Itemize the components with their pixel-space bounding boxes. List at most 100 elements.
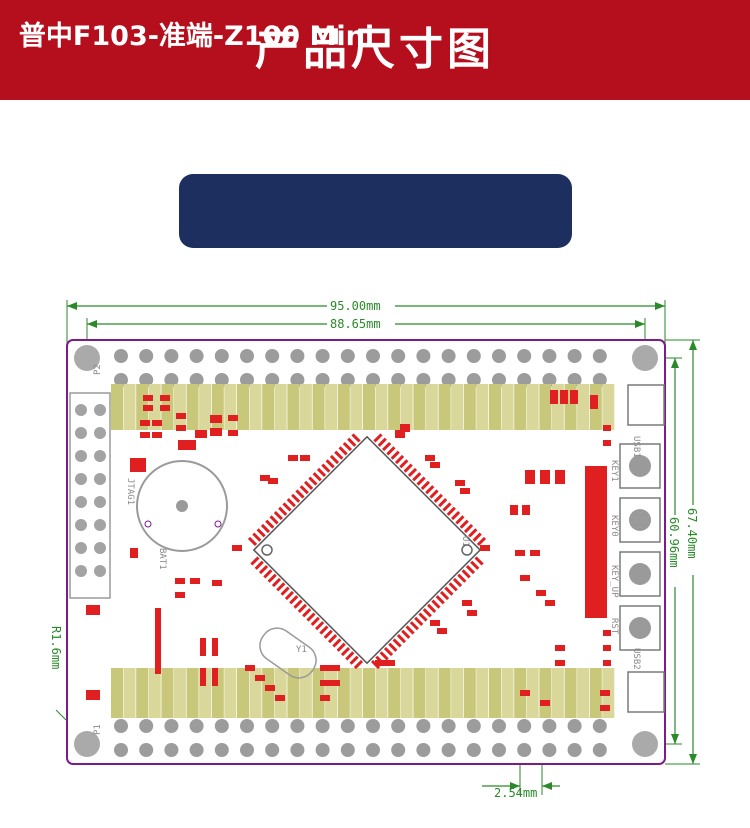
pin-label-strip bbox=[551, 668, 564, 718]
chip-pin bbox=[312, 472, 322, 482]
pin-label-strip bbox=[274, 384, 287, 430]
pin-label-strip bbox=[463, 384, 476, 430]
page-title: 产品尺寸图 bbox=[255, 24, 495, 75]
smd-part bbox=[210, 415, 222, 423]
board-drawing: 95.00mm 88.65mm 67.40mm 60.96mm R1.6mm bbox=[49, 298, 700, 800]
pin-label-strip bbox=[425, 384, 438, 430]
header-pin bbox=[492, 349, 506, 363]
smd-part bbox=[232, 545, 242, 551]
chip-pin bbox=[472, 532, 482, 542]
chip-pin bbox=[297, 603, 307, 614]
header-pin bbox=[265, 743, 280, 757]
pin-label-strip bbox=[173, 384, 186, 430]
smd-part bbox=[178, 440, 196, 450]
chip-pin bbox=[476, 536, 487, 547]
header-pin bbox=[542, 743, 557, 757]
smd-part bbox=[395, 430, 405, 438]
chip-pin bbox=[386, 446, 396, 456]
chip-pin bbox=[319, 625, 329, 635]
header-pin bbox=[391, 349, 406, 363]
chip-pin bbox=[306, 612, 316, 622]
smd-part bbox=[540, 700, 550, 706]
pin-label-strip bbox=[312, 384, 325, 430]
header-pin bbox=[315, 349, 330, 363]
pin-label-strip bbox=[274, 668, 287, 718]
smd-part bbox=[245, 665, 255, 671]
smd-part bbox=[138, 458, 146, 472]
smd-part bbox=[555, 660, 565, 666]
header-pin bbox=[214, 373, 229, 387]
smd-part bbox=[228, 430, 238, 436]
pin-label-strip bbox=[186, 384, 199, 430]
pin-label-strip bbox=[136, 668, 149, 718]
crystal-label: Y1 bbox=[296, 645, 307, 655]
chip-pin bbox=[470, 560, 480, 570]
chip-pin bbox=[349, 655, 359, 665]
header-pin bbox=[391, 373, 406, 387]
smd-part bbox=[228, 415, 238, 421]
chip-pin bbox=[340, 646, 351, 657]
pin-label-strip bbox=[299, 668, 312, 718]
smd-part bbox=[525, 470, 535, 484]
mounting-hole-top-left bbox=[74, 345, 100, 371]
pin-label-strip bbox=[438, 384, 451, 430]
header-pin bbox=[139, 349, 154, 363]
chip-pin bbox=[258, 564, 269, 575]
chip-pin bbox=[291, 493, 301, 503]
header-pin bbox=[542, 349, 557, 363]
header-pin bbox=[416, 743, 431, 757]
chip-pin bbox=[347, 437, 357, 447]
header-pin bbox=[189, 743, 204, 757]
smd-part bbox=[152, 432, 162, 438]
pin-label-strip bbox=[262, 668, 275, 718]
pin-label-strip bbox=[589, 668, 602, 718]
pin-label-strip bbox=[287, 384, 300, 430]
mcu-chip bbox=[247, 433, 487, 670]
pin-label-strip bbox=[400, 384, 413, 430]
chip-pin bbox=[383, 646, 394, 657]
chip-pin bbox=[282, 502, 292, 512]
mounting-hole-bottom-right bbox=[632, 731, 658, 757]
chip-pin bbox=[407, 467, 418, 478]
pin-label-strip bbox=[400, 668, 413, 718]
header-pin bbox=[492, 719, 506, 733]
header-pin bbox=[567, 719, 582, 733]
header-pin bbox=[114, 373, 128, 387]
pin-label-strip bbox=[577, 384, 590, 430]
pin-label-strip bbox=[199, 384, 212, 430]
header-pin bbox=[441, 373, 456, 387]
header-top-label: P2 bbox=[93, 364, 103, 375]
chip-pin bbox=[414, 616, 424, 626]
crystal: Y1 bbox=[259, 627, 317, 679]
smd-part bbox=[195, 430, 207, 438]
smd-part bbox=[520, 575, 530, 581]
jtag-pin bbox=[75, 519, 87, 531]
chip-pin bbox=[455, 515, 465, 525]
header-pin bbox=[290, 719, 305, 733]
pin-label-strip bbox=[388, 668, 401, 718]
smd-part bbox=[425, 455, 435, 461]
chip-pin bbox=[390, 450, 400, 460]
pin-label-strip bbox=[363, 384, 375, 430]
chip-pin bbox=[327, 634, 338, 644]
jtag-pin bbox=[75, 473, 87, 485]
push-button-body bbox=[619, 605, 661, 651]
header-pin bbox=[592, 373, 607, 387]
smd-part bbox=[212, 668, 218, 686]
smd-part bbox=[467, 610, 477, 616]
smd-part bbox=[176, 425, 186, 431]
usb-connector-1: USB1 bbox=[627, 384, 665, 458]
header-pin bbox=[290, 373, 305, 387]
dimension-width-holes: 88.65mm bbox=[86, 316, 646, 345]
smd-part bbox=[560, 390, 568, 404]
header-pin bbox=[466, 719, 481, 733]
smd-part bbox=[515, 550, 525, 556]
header-pin bbox=[492, 743, 506, 757]
smd-part bbox=[190, 578, 200, 584]
pin-label-strip bbox=[111, 668, 123, 718]
header-pin bbox=[366, 349, 380, 363]
pin-label-strip bbox=[325, 384, 338, 430]
smd-part bbox=[175, 592, 185, 598]
smd-part bbox=[590, 395, 598, 409]
chip-pin bbox=[269, 515, 279, 525]
